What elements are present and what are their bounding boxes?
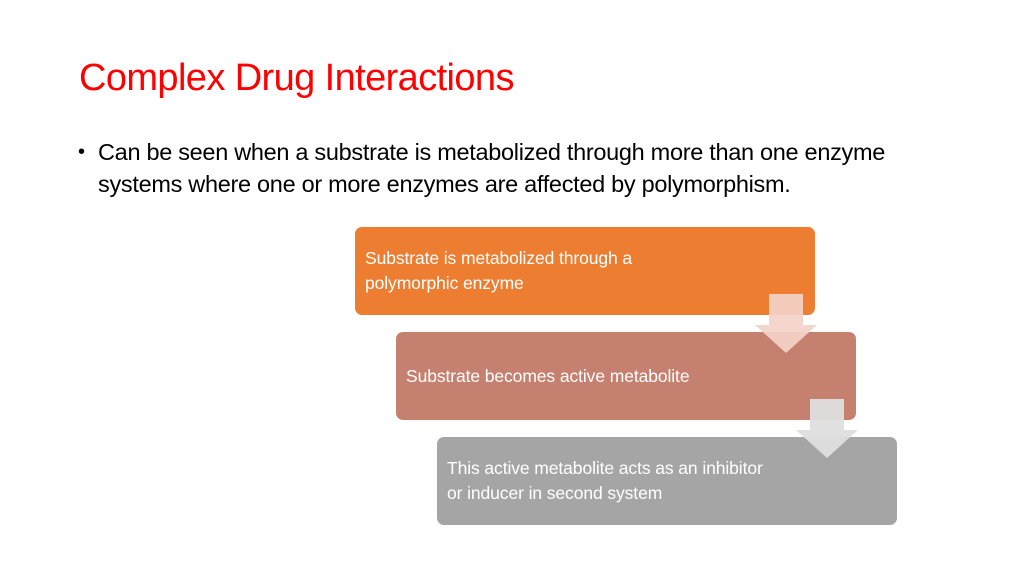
slide-title: Complex Drug Interactions [79,57,514,99]
bullet-item: • Can be seen when a substrate is metabo… [78,136,958,200]
bullet-list: • Can be seen when a substrate is metabo… [78,136,958,200]
bullet-text: Can be seen when a substrate is metaboli… [98,139,886,197]
bullet-marker: • [78,141,85,163]
process-step-1: Substrate is metabolized through a polym… [355,227,815,315]
process-step-2-label: Substrate becomes active metabolite [406,365,690,386]
process-step-3-label: This active metabolite acts as an inhibi… [447,458,763,503]
arrow-down-icon [755,294,817,354]
process-step-3: This active metabolite acts as an inhibi… [437,437,897,525]
arrow-down-icon [796,399,858,459]
process-step-1-label: Substrate is metabolized through a polym… [365,248,633,293]
